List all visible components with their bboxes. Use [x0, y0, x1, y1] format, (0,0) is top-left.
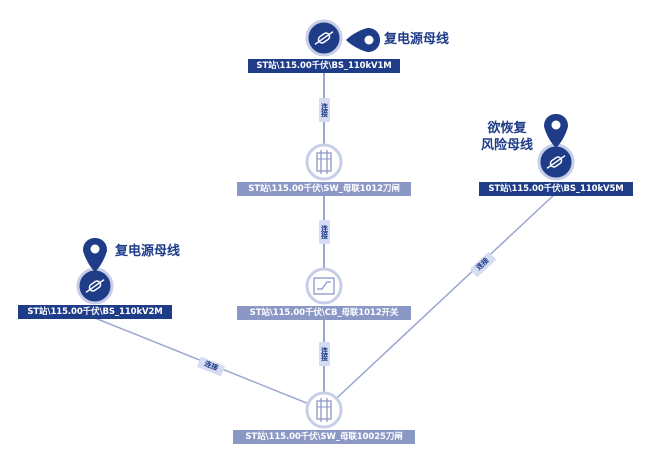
callout-right: 欲恢复 风险母线 — [474, 120, 540, 154]
callout-right-line1: 欲恢复 — [487, 121, 527, 136]
busbar-icon[interactable] — [305, 19, 343, 57]
disconnector-icon[interactable] — [305, 391, 343, 429]
callout-right-line2: 风险母线 — [480, 138, 533, 153]
callout-left: 复电源母线 — [115, 244, 181, 259]
busbar-icon[interactable] — [76, 267, 114, 305]
disconnector-icon[interactable] — [305, 143, 343, 181]
node-label-bus-1m[interactable]: ST站\115.00千伏\BS_110kV1M — [248, 59, 400, 73]
edge-line-bus5m-sw10025 — [323, 192, 557, 411]
location-pin-icon — [83, 238, 107, 272]
location-pin-icon — [544, 114, 568, 148]
edge-tag-sw1012-cb1012: 连接 — [318, 220, 330, 244]
edge-tag-bus1m-sw1012: 连接 — [318, 98, 330, 122]
node-label-sw-10025[interactable]: ST站\115.00千伏\SW_母联10025刀闸 — [233, 430, 415, 444]
busbar-icon[interactable] — [537, 143, 575, 181]
edge-tag-cb1012-sw10025: 连接 — [318, 342, 330, 366]
callout-top: 复电源母线 — [384, 32, 450, 47]
location-pin-icon — [346, 28, 380, 52]
node-label-bus-5m[interactable]: ST站\115.00千伏\BS_110kV5M — [479, 182, 633, 196]
node-label-cb-1012[interactable]: ST站\115.00千伏\CB_母联1012开关 — [237, 306, 411, 320]
breaker-icon[interactable] — [305, 267, 343, 305]
node-label-bus-2m[interactable]: ST站\115.00千伏\BS_110kV2M — [18, 305, 172, 319]
node-label-sw-1012[interactable]: ST站\115.00千伏\SW_母联1012刀闸 — [237, 182, 411, 196]
